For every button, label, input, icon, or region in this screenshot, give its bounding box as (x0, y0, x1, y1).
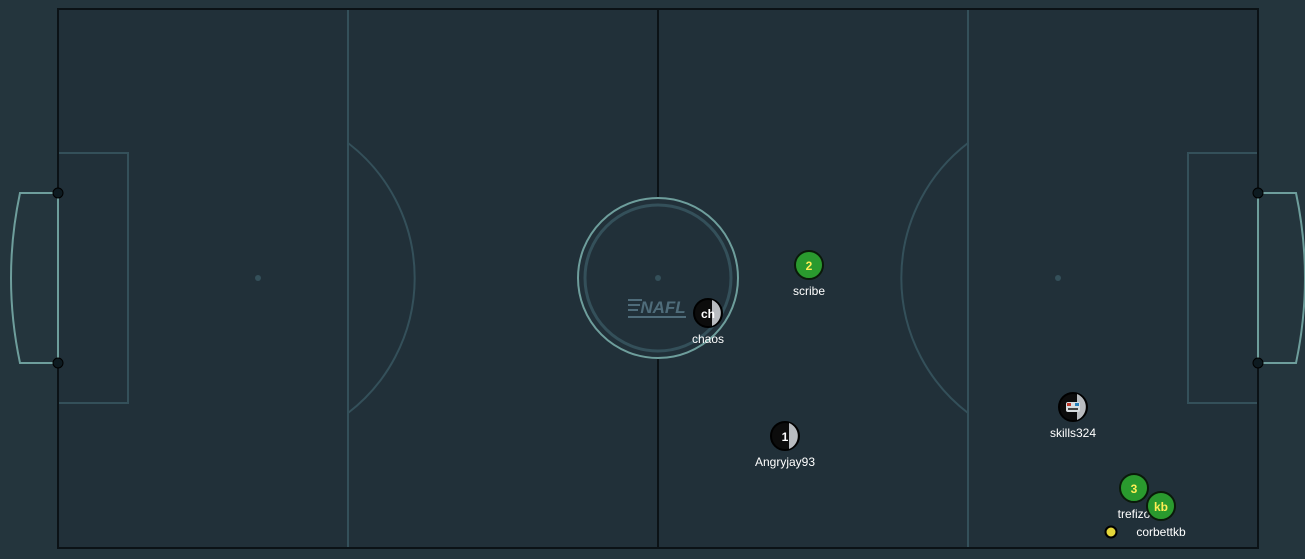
player-disc (1146, 491, 1176, 521)
player-name: corbettkb (1136, 525, 1186, 539)
player-name: chaos (692, 332, 724, 346)
robot-face-icon (1066, 402, 1080, 412)
player-trefizo[interactable]: 3 trefizo (1118, 473, 1151, 521)
pitch-spots (255, 275, 1061, 281)
center-spot (655, 275, 661, 281)
player-disc-highlight (1077, 394, 1086, 420)
right-goal (1257, 192, 1305, 364)
player-disc-highlight (712, 300, 721, 326)
left-box (58, 152, 129, 404)
player-disc-highlight (789, 423, 798, 449)
goal-posts (52, 187, 1264, 369)
player-skills324[interactable]: skills324 (1050, 392, 1096, 440)
league-logo: NAFL (628, 298, 686, 318)
player-avatar: 2 (806, 259, 813, 273)
player-corbettkb[interactable]: kb corbettkb (1136, 491, 1186, 539)
player-chaos[interactable]: ch chaos (692, 298, 724, 346)
player-disc (1119, 473, 1149, 503)
center-circle (577, 197, 739, 359)
player-avatar: kb (1154, 500, 1168, 514)
left-goal (10, 192, 59, 364)
player-avatar: ch (701, 307, 715, 321)
player-scribe[interactable]: 2 scribe (793, 250, 825, 298)
player-avatar: 3 (1131, 482, 1138, 496)
player-disc (794, 250, 824, 280)
player-name: Angryjay93 (755, 455, 815, 469)
player-name: skills324 (1050, 426, 1096, 440)
left-bottom-post (52, 357, 64, 369)
player-avatar: 1 (782, 430, 789, 444)
ball (1104, 525, 1118, 539)
player-name: scribe (793, 284, 825, 298)
left-arc (347, 142, 416, 414)
league-logo-text: NAFL (640, 298, 685, 317)
pitch-markings (58, 10, 1258, 547)
left-top-post (52, 187, 64, 199)
left-spot (255, 275, 261, 281)
right-box (1187, 152, 1258, 404)
right-bottom-post (1252, 357, 1264, 369)
right-arc (900, 142, 969, 414)
player-name: trefizo (1118, 507, 1151, 521)
right-spot (1055, 275, 1061, 281)
right-top-post (1252, 187, 1264, 199)
